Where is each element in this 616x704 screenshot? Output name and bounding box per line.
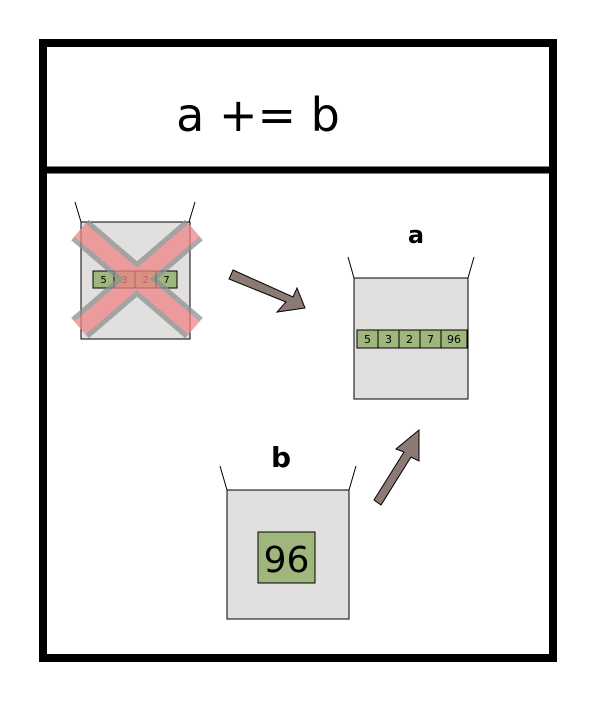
old-list-handle-left [74,201,82,223]
page-title: a += b [176,88,340,142]
old-list-cell-value: 7 [163,275,169,286]
list-a-handle-left [347,256,355,279]
list-a-cells: 5 3 2 7 96 [356,329,468,349]
list-a-cell-value: 96 [447,333,461,346]
list-a-container: a 5 3 2 7 96 [347,221,475,400]
list-a-cell-value: 5 [364,333,371,346]
object-b-value: 96 [264,540,310,581]
arrow-to-a [228,269,306,313]
list-a-cell-value: 2 [406,333,413,346]
list-a-handle-right [467,256,475,279]
old-list-handle-right [188,201,196,223]
object-b-handle-left [219,465,228,491]
cross-out-mark [71,219,203,339]
list-a-cell [440,329,468,349]
object-b-value-cell [257,531,316,584]
object-b-container: b 96 [219,441,357,620]
old-list-cell-value: 5 [100,275,106,286]
object-b-handle-right [348,465,357,491]
arrow-b-to-a [373,428,420,506]
object-b-label: b [271,441,291,474]
outer-frame [39,39,557,662]
list-a-label: a [408,221,424,249]
list-a-cell-value: 3 [385,333,392,346]
list-a-cell-value: 7 [427,333,434,346]
